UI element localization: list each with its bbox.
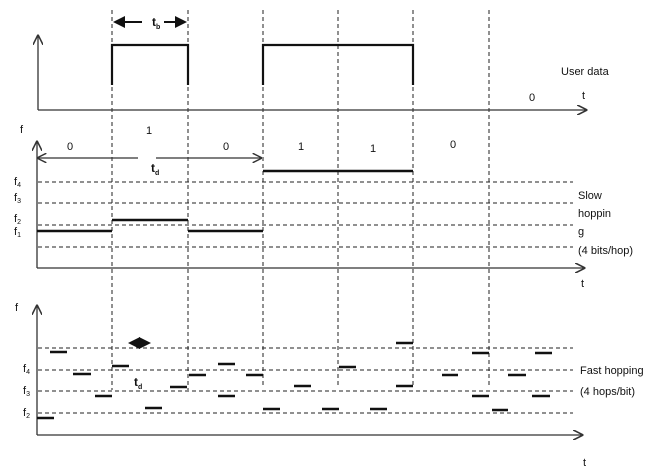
dwell-time-label: td <box>134 375 142 391</box>
user-data-label: User data <box>561 66 610 78</box>
user-data-panel: tb User data 0 t <box>38 15 610 110</box>
caption-line: Fast hopping <box>580 365 644 377</box>
f-axis-label: f <box>15 302 19 314</box>
caption-line: (4 hops/bit) <box>580 386 635 398</box>
caption-line: g <box>578 226 584 238</box>
slow-hopping-panel: f t 0 1 0 1 1 0 td f4 f3 f2 f1 Slow hopp… <box>14 124 633 290</box>
freq-label-f4: f4 <box>23 363 30 376</box>
freq-label-f3: f3 <box>23 385 30 398</box>
trailing-bit: 0 <box>529 92 535 104</box>
pulse-bit-1 <box>110 43 190 85</box>
t-axis-label: t <box>582 90 585 102</box>
fast-hopping-panel: f t f4 f3 f2 td Fast hopping (4 hops/bit… <box>15 302 644 469</box>
caption-line: Slow <box>578 190 602 202</box>
f-axis-label: f <box>20 124 24 136</box>
bit-duration-label: tb <box>152 15 160 31</box>
t-axis-label: t <box>583 457 586 469</box>
caption-line: hoppin <box>578 208 611 220</box>
pulse-bits-11 <box>261 43 415 85</box>
caption-line: (4 bits/hop) <box>578 245 633 257</box>
freq-label-f2: f2 <box>23 407 30 420</box>
t-axis-label: t <box>581 278 584 290</box>
freq-label-f1: f1 <box>14 226 21 239</box>
fast-hop-segments <box>37 341 552 420</box>
freq-label-f4: f4 <box>14 176 21 189</box>
bit-label: 1 <box>146 125 152 137</box>
bit-label: 0 <box>223 141 229 153</box>
bit-label: 1 <box>370 143 376 155</box>
bit-boundaries <box>111 10 490 390</box>
freq-label-f3: f3 <box>14 192 21 205</box>
bit-label: 0 <box>67 141 73 153</box>
bit-label: 0 <box>450 139 456 151</box>
dwell-time-label: td <box>151 161 159 177</box>
freq-label-f2: f2 <box>14 213 21 226</box>
bit-label: 1 <box>298 141 304 153</box>
